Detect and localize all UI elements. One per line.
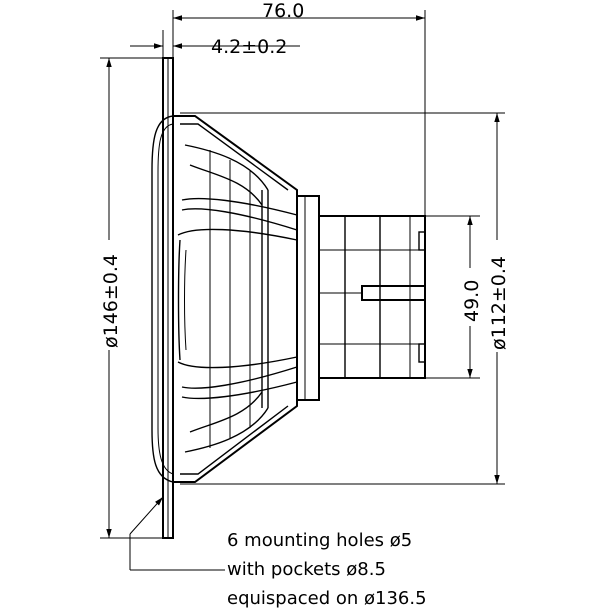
mounting-note: 6 mounting holes ø5 with pockets ø8.5 eq… (227, 530, 427, 609)
mounting-note-line-2: with pockets ø8.5 (227, 559, 386, 580)
mounting-note-line-3: equispaced on ø136.5 (227, 588, 427, 609)
overall-depth-label: 76.0 (262, 0, 304, 22)
dimension-flange-thickness: 4.2±0.2 (130, 30, 300, 58)
magnet-height-label: 49.0 (461, 280, 483, 322)
dimension-magnet-height: 49.0 (425, 215, 483, 379)
dimension-overall-depth: 76.0 (172, 0, 426, 216)
mounting-note-leader (129, 496, 225, 571)
flange-thickness-label: 4.2±0.2 (211, 36, 287, 58)
dimension-outer-diameter: ø146±0.4 (98, 57, 163, 539)
speaker-side-profile (151, 57, 426, 539)
basket-diameter-label: ø112±0.4 (488, 256, 510, 350)
dimension-basket-diameter: ø112±0.4 (180, 112, 510, 485)
mounting-note-line-1: 6 mounting holes ø5 (227, 530, 412, 551)
outer-diameter-label: ø146±0.4 (100, 254, 122, 348)
